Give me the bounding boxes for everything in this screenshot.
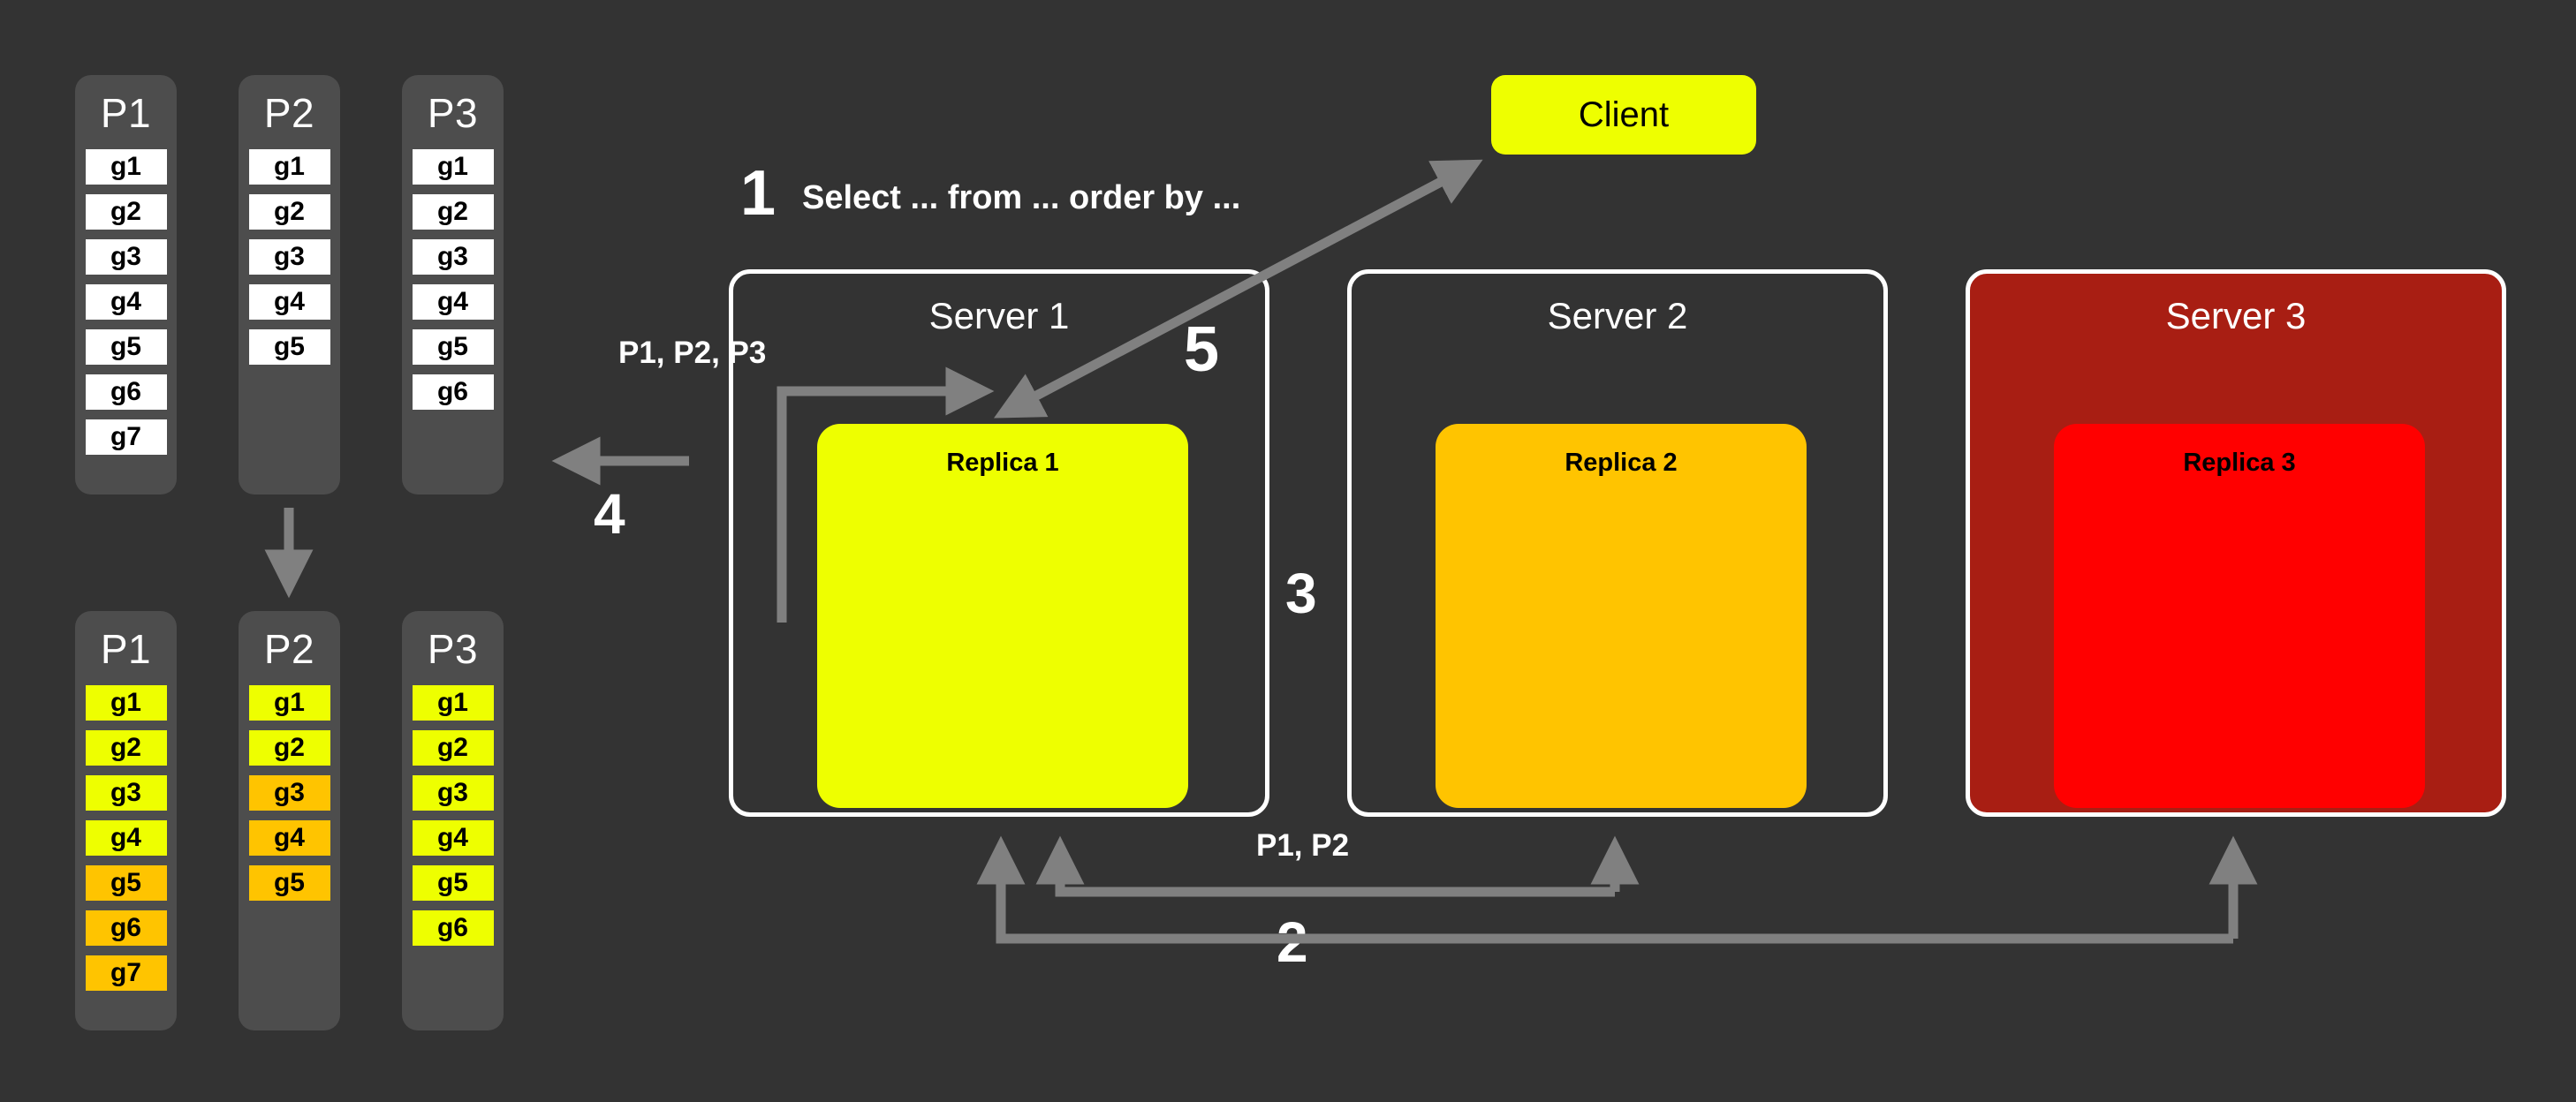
partition-cell: g4	[248, 284, 330, 320]
partition-cell: g2	[412, 194, 494, 230]
replica-3-label: Replica 3	[2183, 449, 2296, 477]
partition-cell: g3	[248, 239, 330, 275]
step-number-3: 3	[1285, 562, 1317, 625]
partition-cell: g1	[412, 149, 494, 185]
partition-cell: g3	[412, 239, 494, 275]
partition-cell: g2	[85, 730, 167, 766]
partition-cell: g7	[85, 419, 167, 455]
partition-cell: g2	[248, 730, 330, 766]
partition-column-p2-bottom: P2 g1 g2 g3 g4 g5	[239, 611, 340, 1030]
partition-cell: g4	[85, 284, 167, 320]
partition-title: P2	[263, 90, 315, 136]
step-number-2: 2	[1277, 910, 1308, 974]
label-p1-p2-p3: P1, P2, P3	[618, 336, 767, 370]
arrow-step-2-server3-to-server1	[976, 835, 2258, 944]
server-2-title: Server 2	[1547, 295, 1688, 336]
partition-cell: g5	[248, 329, 330, 365]
partition-column-p3-top: P3 g1 g2 g3 g4 g5 g6	[402, 75, 504, 494]
replica-1-label: Replica 1	[946, 449, 1059, 477]
partition-cell: g1	[412, 685, 494, 721]
partition-title: P3	[427, 90, 479, 136]
client-label: Client	[1578, 94, 1670, 134]
server-3-title: Server 3	[2165, 295, 2307, 336]
partition-column-p1-top: P1 g1 g2 g3 g4 g5 g6 g7	[75, 75, 177, 494]
partition-cell: g5	[85, 865, 167, 901]
partition-cell: g5	[248, 865, 330, 901]
partition-cell: g3	[85, 239, 167, 275]
partition-cell: g6	[412, 910, 494, 946]
partition-cell: g3	[412, 775, 494, 811]
partition-column-p1-bottom: P1 g1 g2 g3 g4 g5 g6 g7	[75, 611, 177, 1030]
partition-title: P1	[100, 626, 152, 672]
partition-cell: g1	[85, 685, 167, 721]
partition-title: P1	[100, 90, 152, 136]
query-text: Select ... from ... order by ...	[802, 179, 1241, 216]
client-box[interactable]: Client	[1491, 75, 1756, 155]
partition-cell: g1	[85, 149, 167, 185]
replica-1-box[interactable]: Replica 1	[817, 424, 1188, 808]
partition-cell: g4	[85, 820, 167, 856]
partition-cell: g6	[85, 374, 167, 410]
partition-cell: g4	[412, 820, 494, 856]
step-number-5: 5	[1184, 314, 1220, 385]
partition-column-p3-bottom: P3 g1 g2 g3 g4 g5 g6	[402, 611, 504, 1030]
partition-cell: g2	[85, 194, 167, 230]
replica-3-box[interactable]: Replica 3	[2054, 424, 2425, 808]
partition-cell: g7	[85, 955, 167, 991]
partition-cell: g1	[248, 149, 330, 185]
partition-cell: g5	[85, 329, 167, 365]
partition-cell: g4	[412, 284, 494, 320]
replica-2-box[interactable]: Replica 2	[1436, 424, 1807, 808]
server-3-box[interactable]: Server 3 Replica 3	[1966, 269, 2506, 817]
partition-cell: g3	[248, 775, 330, 811]
label-p1-p2: P1, P2	[1256, 828, 1350, 863]
step-number-1: 1	[740, 158, 777, 229]
partition-title: P3	[427, 626, 479, 672]
partition-cell: g3	[85, 775, 167, 811]
partition-cell: g2	[412, 730, 494, 766]
partition-cell: g5	[412, 865, 494, 901]
partition-cell: g5	[412, 329, 494, 365]
partition-cell: g6	[412, 374, 494, 410]
partition-column-p2-top: P2 g1 g2 g3 g4 g5	[239, 75, 340, 494]
partition-cell: g4	[248, 820, 330, 856]
replica-2-label: Replica 2	[1565, 449, 1678, 477]
server-2-box[interactable]: Server 2 Replica 2	[1347, 269, 1888, 817]
partition-title: P2	[263, 626, 315, 672]
partition-cell: g1	[248, 685, 330, 721]
step-number-4: 4	[594, 482, 625, 546]
partition-cell: g6	[85, 910, 167, 946]
partition-cell: g2	[248, 194, 330, 230]
